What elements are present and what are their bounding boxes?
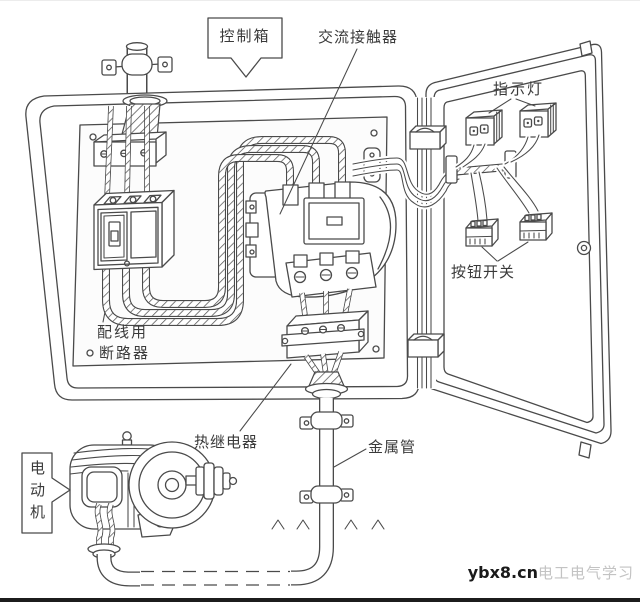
cabinet-door xyxy=(425,40,612,459)
top-conduit-stub xyxy=(101,42,173,95)
label-metal-conduit: 金属管 xyxy=(368,438,417,456)
push-buttons xyxy=(465,164,553,247)
label-graphics xyxy=(21,17,536,534)
watermark: ybx8.cn电工电气学习 xyxy=(420,562,634,583)
metal-conduit xyxy=(291,398,354,586)
ground-hatching xyxy=(271,519,385,530)
cabinet-to-door-wires xyxy=(350,147,462,210)
label-push-button-switch: 按钮开关 xyxy=(451,263,516,281)
door-wire-channel xyxy=(407,97,447,389)
watermark-site: ybx8.cn xyxy=(467,563,538,582)
label-ac-contactor: 交流接触器 xyxy=(318,28,399,46)
motor-cable-and-conduit xyxy=(87,504,140,587)
watermark-suffix: 电工电气学习 xyxy=(537,564,634,582)
label-thermal-relay: 热继电器 xyxy=(194,433,259,451)
label-control-box: 控制箱 xyxy=(219,27,271,45)
indicator-lights xyxy=(453,102,557,170)
circuit-breaker xyxy=(93,189,175,271)
image-bottom-border xyxy=(0,598,640,602)
label-wiring-breaker-line1: 配线用 xyxy=(97,323,149,341)
ac-contactor xyxy=(245,181,397,298)
label-motor: 电动机 xyxy=(28,460,46,526)
underground-conduit xyxy=(141,570,290,586)
label-indicator-light: 指示灯 xyxy=(493,80,545,98)
cable-gland xyxy=(306,352,349,400)
label-wiring-breaker-line2: 断路器 xyxy=(99,344,151,362)
thermal-relay xyxy=(281,310,369,359)
